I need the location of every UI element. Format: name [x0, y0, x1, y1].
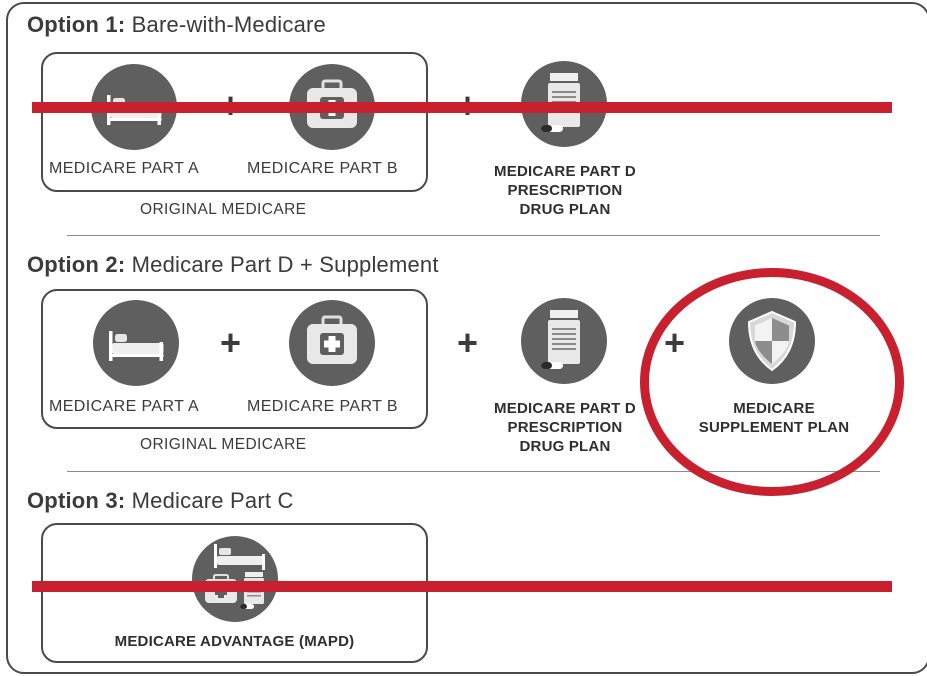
strike-through-line: [32, 581, 892, 592]
plus-sign: +: [220, 322, 242, 363]
plus-sign: +: [457, 322, 479, 363]
prescription-bottle-icon: [521, 298, 607, 384]
part-d-label: MEDICARE PART D PRESCRIPTION DRUG PLAN: [494, 163, 636, 218]
bed-icon: [93, 300, 179, 386]
combined-coverage-icon: [192, 536, 278, 622]
divider: [67, 235, 880, 236]
highlight-circle: [640, 268, 904, 496]
original-medicare-label: ORIGINAL MEDICARE: [140, 436, 307, 453]
original-medicare-box: [41, 289, 428, 429]
option-2-title: Option 2: Medicare Part D + Supplement: [27, 252, 439, 277]
part-d-label: MEDICARE PART D PRESCRIPTION DRUG PLAN: [494, 400, 636, 455]
divider: [67, 471, 880, 472]
medicare-advantage-label: MEDICARE ADVANTAGE (MAPD): [114, 633, 355, 650]
part-b-label: MEDICARE PART B: [247, 398, 398, 415]
diagram-frame: [6, 2, 927, 674]
part-a-label: MEDICARE PART A: [49, 398, 200, 415]
medical-kit-icon: [289, 300, 375, 386]
option-1-title: Option 1: Bare-with-Medicare: [27, 12, 326, 37]
original-medicare-label: ORIGINAL MEDICARE: [140, 201, 307, 218]
part-a-label: MEDICARE PART A: [49, 160, 200, 177]
original-medicare-box: [41, 52, 428, 192]
part-b-label: MEDICARE PART B: [247, 160, 398, 177]
option-3-title: Option 3: Medicare Part C: [27, 488, 294, 513]
medicare-advantage-box: [41, 523, 428, 663]
strike-through-line: [32, 102, 892, 113]
